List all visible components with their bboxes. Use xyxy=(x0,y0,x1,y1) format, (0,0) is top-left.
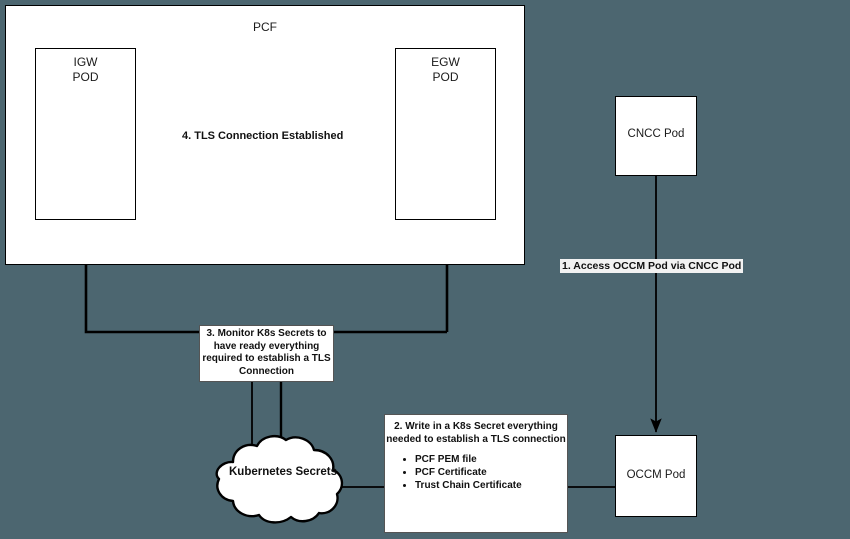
edge-label-step1: 1. Access OCCM Pod via CNCC Pod xyxy=(560,259,744,273)
callout-step2-item-list: PCF PEM file PCF Certificate Trust Chain… xyxy=(385,453,567,493)
edge-label-step4: 4. TLS Connection Established xyxy=(180,129,346,143)
callout-step3-text: 3. Monitor K8s Secrets to have ready eve… xyxy=(202,328,331,377)
pod-egw[interactable] xyxy=(395,48,496,220)
pod-cncc[interactable] xyxy=(615,96,697,176)
list-item: Trust Chain Certificate xyxy=(415,479,567,492)
list-item: PCF PEM file xyxy=(415,453,567,466)
kubernetes-secrets-cloud xyxy=(215,434,344,524)
list-item: PCF Certificate xyxy=(415,466,567,479)
callout-step2-title: 2. Write in a K8s Secret everything need… xyxy=(386,421,566,445)
pod-igw[interactable] xyxy=(35,48,136,220)
callout-step2-write-secret: 2. Write in a K8s Secret everything need… xyxy=(384,414,568,533)
pod-occm[interactable] xyxy=(615,435,697,517)
callout-step3-monitor-secrets: 3. Monitor K8s Secrets to have ready eve… xyxy=(199,325,334,382)
